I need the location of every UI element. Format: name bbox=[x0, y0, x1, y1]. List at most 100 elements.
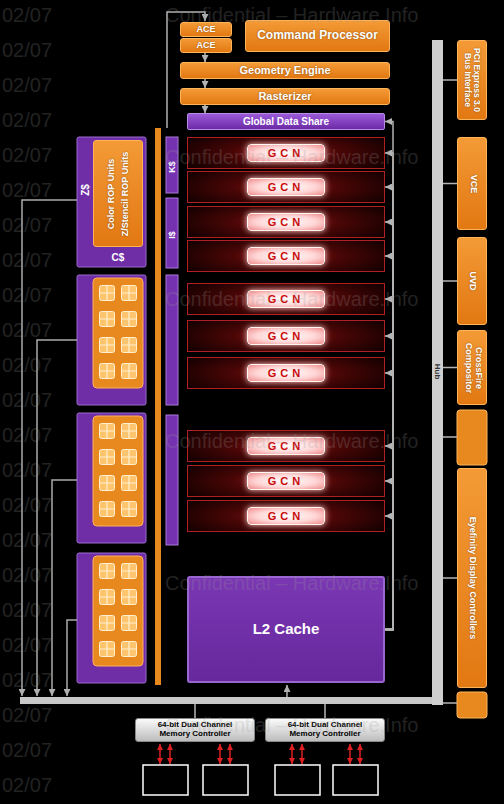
command-processor-box: Command Processor bbox=[245, 20, 390, 52]
memory-chip bbox=[333, 765, 378, 795]
rop-wire bbox=[52, 480, 77, 696]
node-text: GCN bbox=[247, 472, 325, 490]
bus-arrow bbox=[385, 336, 393, 630]
bus-arrow bbox=[443, 280, 457, 282]
gcn-compute-unit: GCN bbox=[187, 206, 385, 238]
bus-arrow bbox=[443, 79, 457, 81]
memory-controller: 64-bit Dual Channel Memory Controller bbox=[265, 718, 385, 742]
bus-arrow bbox=[204, 79, 206, 88]
rop-icon bbox=[100, 476, 115, 491]
watermark-date: 02/07 bbox=[2, 702, 64, 728]
rop-icon bbox=[122, 642, 137, 657]
io-block: Eyefinity Display Controllers bbox=[457, 468, 487, 688]
watermark-date: 02/07 bbox=[2, 317, 64, 343]
rop-box bbox=[93, 556, 143, 666]
rop-icon bbox=[100, 338, 115, 353]
cache-label: K$ bbox=[166, 145, 178, 189]
node-text: UVD bbox=[467, 271, 477, 290]
node-text: 64-bit Dual Channel Memory Controller bbox=[274, 721, 376, 739]
bus-arrow bbox=[385, 187, 393, 630]
scalar-cache-bar bbox=[166, 415, 178, 545]
watermark-date: 02/07 bbox=[2, 737, 64, 763]
rop-icon bbox=[122, 502, 137, 517]
l2-feed-wire bbox=[286, 685, 288, 697]
rop-icon bbox=[100, 286, 115, 301]
text-rotator: Hub bbox=[431, 39, 442, 704]
bus-arrow bbox=[443, 183, 457, 185]
watermark-date: 02/07 bbox=[2, 212, 64, 238]
bus-arrow bbox=[385, 299, 393, 630]
text-rotator: CrossFire Compositor bbox=[457, 330, 487, 405]
rop-panel bbox=[77, 137, 146, 267]
memory-chip bbox=[143, 765, 188, 795]
rop-icon bbox=[122, 312, 137, 327]
l2-cache-box: L2 Cache bbox=[187, 576, 385, 683]
node-text: GCN bbox=[247, 507, 325, 525]
memory-link bbox=[301, 744, 303, 764]
rop-units-box: Color ROP UnitsZ/Stencil ROP Units bbox=[93, 140, 143, 247]
gcn-compute-unit: GCN bbox=[187, 500, 385, 532]
memory-chip bbox=[275, 765, 320, 795]
rop-icon bbox=[100, 564, 115, 579]
node-text: Geometry Engine bbox=[239, 64, 330, 76]
node-text: GCN bbox=[247, 290, 325, 308]
bus-arrow bbox=[385, 481, 393, 630]
text-rotator: Color ROP UnitsZ/Stencil ROP Units bbox=[93, 140, 143, 247]
bus-arrow bbox=[385, 373, 393, 630]
node-text: L2 Cache bbox=[253, 621, 320, 638]
watermark-date: 02/07 bbox=[2, 772, 64, 798]
watermark-date: 02/07 bbox=[2, 597, 64, 623]
rop-icon bbox=[100, 590, 115, 605]
io-block: UVD bbox=[457, 237, 487, 325]
rop-box bbox=[93, 416, 143, 526]
hub-tick bbox=[443, 702, 457, 704]
text-rotator: PCI Express 3.0 Bus Interface bbox=[457, 40, 487, 120]
watermark-date: 02/07 bbox=[2, 632, 64, 658]
rop-icon bbox=[100, 502, 115, 517]
memory-link bbox=[291, 744, 293, 764]
node-text: GCN bbox=[247, 327, 325, 345]
memory-link bbox=[169, 744, 171, 764]
memory-link bbox=[359, 744, 361, 764]
controller-feed bbox=[324, 704, 326, 718]
rop-panel bbox=[77, 275, 146, 405]
node-text: GCN bbox=[247, 178, 325, 196]
watermark-date: 02/07 bbox=[2, 247, 64, 273]
node-text: Eyefinity Display Controllers bbox=[467, 517, 477, 640]
text-rotator: Eyefinity Display Controllers bbox=[457, 468, 487, 688]
watermark-date: 02/07 bbox=[2, 37, 64, 63]
rasterizer-band: Rasterizer bbox=[180, 88, 390, 105]
bus-arrow bbox=[385, 516, 393, 630]
rop-icon bbox=[100, 642, 115, 657]
watermark-date: 02/07 bbox=[2, 352, 64, 378]
bus-arrow bbox=[443, 577, 457, 579]
watermark-date: 02/07 bbox=[2, 667, 64, 693]
watermark-date: 02/07 bbox=[2, 387, 64, 413]
rop-icon bbox=[122, 616, 137, 631]
scalar-cache-bar bbox=[166, 137, 178, 193]
rop-icon bbox=[122, 476, 137, 491]
rop-icon bbox=[100, 364, 115, 379]
node-text: GCN bbox=[247, 437, 325, 455]
bus-arrow bbox=[204, 105, 206, 113]
rop-panel bbox=[77, 553, 146, 683]
rop-icon bbox=[100, 450, 115, 465]
rop-wire bbox=[37, 340, 77, 696]
rop-icon bbox=[122, 286, 137, 301]
watermark-date: 02/07 bbox=[2, 457, 64, 483]
geometry-engine-band: Geometry Engine bbox=[180, 62, 390, 79]
cache-label: C$ bbox=[93, 250, 143, 264]
node-text: Rasterizer bbox=[258, 90, 311, 102]
bus-arrow bbox=[204, 53, 206, 62]
memory-link bbox=[229, 744, 231, 764]
orange-bus-bar bbox=[155, 128, 161, 685]
node-text: GCN bbox=[247, 364, 325, 382]
hub-bar: Hub bbox=[432, 40, 443, 705]
rop-icon bbox=[122, 450, 137, 465]
watermark-date: 02/07 bbox=[2, 177, 64, 203]
watermark-date: 02/07 bbox=[2, 282, 64, 308]
node-text: GCN bbox=[247, 247, 325, 265]
watermark-date: 02/07 bbox=[2, 72, 64, 98]
memory-link bbox=[159, 744, 161, 764]
rop-icon bbox=[122, 364, 137, 379]
